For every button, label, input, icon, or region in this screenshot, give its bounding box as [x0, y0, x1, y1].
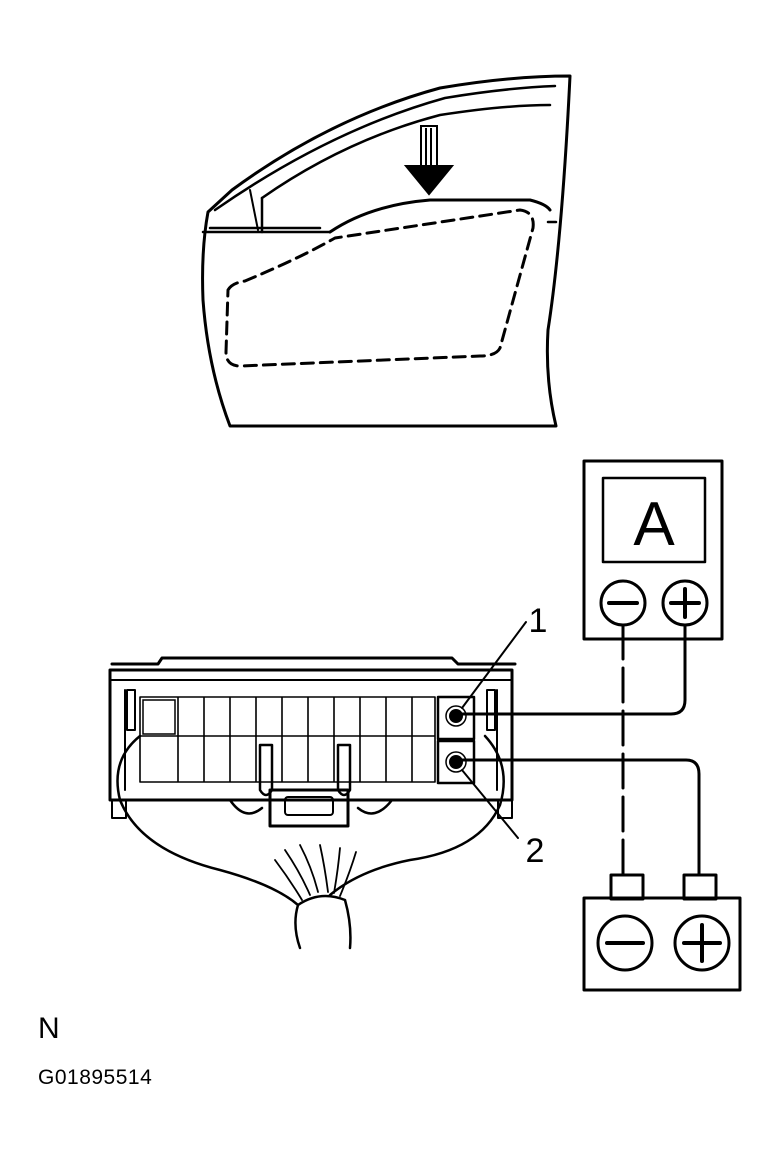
- glass-top-edge: [328, 198, 552, 234]
- ammeter-unit-label: A: [633, 490, 675, 559]
- terminal-2-pin: [449, 755, 463, 769]
- battery-positive-terminal: [673, 914, 731, 972]
- ammeter-display: [601, 476, 707, 564]
- lead-battery-positive-to-terminal-2: [454, 758, 701, 877]
- door-outline: [201, 74, 572, 428]
- battery-negative-terminal: [596, 914, 654, 972]
- connector-lock-tab: [268, 788, 350, 828]
- test-leads: [454, 623, 701, 877]
- connector-bottom-scallops: [228, 798, 394, 815]
- battery-body: [582, 896, 742, 992]
- car-door: [201, 74, 572, 428]
- down-arrow-icon: [403, 125, 455, 196]
- ammeter: A: [582, 459, 724, 641]
- lead-meter-positive-to-terminal-1: [454, 623, 687, 716]
- callout-2-label: 2: [526, 832, 545, 870]
- terminal-1-ring: [445, 705, 467, 727]
- connector-top-rail: [110, 656, 517, 666]
- battery: [582, 873, 742, 992]
- connector-pin-grid: [139, 696, 436, 783]
- connector-left-tab: [126, 689, 136, 731]
- callout-1-leader: [461, 621, 527, 709]
- battery-positive-post: [682, 873, 718, 901]
- figure-code: G01895514: [38, 1066, 153, 1089]
- connector-housing: [108, 668, 514, 802]
- connector-foot-left: [111, 799, 127, 819]
- belt-line: [201, 220, 558, 234]
- terminal-2-ring: [445, 751, 467, 773]
- callout-2-leader: [461, 769, 519, 839]
- connector-latch-slot-left: [258, 743, 274, 797]
- connector-latch-slot-right: [336, 743, 352, 797]
- callouts: 1 2: [461, 602, 548, 870]
- battery-negative-post: [609, 873, 645, 901]
- harness-boot: [116, 734, 505, 907]
- callout-1-label: 1: [529, 602, 548, 640]
- harness-bundle: [294, 894, 352, 950]
- terminal-1-pin: [449, 709, 463, 723]
- window-pillar-edge: [249, 189, 259, 231]
- connector-lock-tab-inner: [284, 796, 334, 816]
- connector-right-tab: [486, 689, 496, 731]
- harness-wires: [274, 844, 357, 901]
- caption-letter: N: [38, 1012, 60, 1045]
- terminal-1-cavity: [436, 695, 476, 741]
- connector-cell-large: [142, 699, 176, 735]
- window-frame-inner: [213, 84, 557, 212]
- motor-connector: [108, 656, 517, 950]
- terminal-2-cavity: [436, 739, 476, 785]
- ammeter-body: [582, 459, 724, 641]
- hidden-glass-outline: [224, 208, 535, 368]
- window-opening-upper: [260, 103, 552, 200]
